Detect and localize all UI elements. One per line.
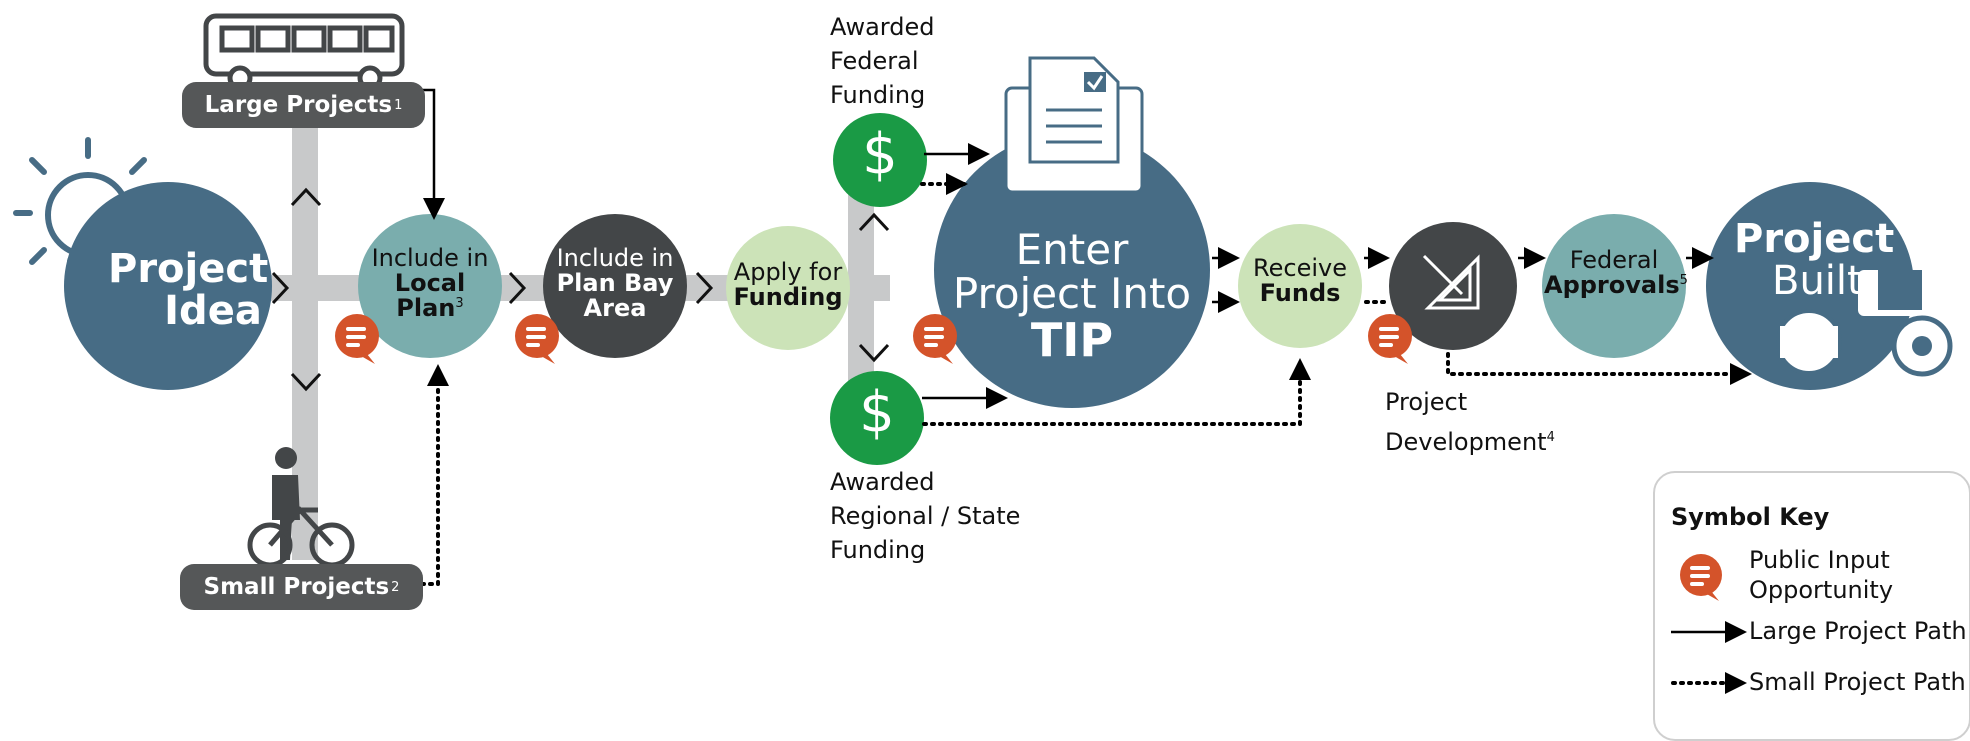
large-projects-footnote: 1 — [394, 97, 403, 113]
chat-bubble-icon — [335, 314, 379, 364]
large-path-label: Large Project Path — [1749, 617, 1967, 645]
horizontal-connector-bar-1 — [255, 275, 365, 301]
local-plan-line1: Include in — [371, 244, 489, 272]
chat-bubble-icon — [1368, 314, 1412, 364]
horizontal-connector-bar-3 — [680, 275, 730, 301]
apply-funding-circle — [726, 226, 850, 350]
plan-bay-area-circle — [543, 214, 687, 358]
chevrons — [271, 187, 890, 392]
federal-funding-label: Awarded Federal Funding — [830, 10, 934, 112]
receive-funds-line2: Funds — [1259, 279, 1341, 308]
regional-funding-line1: Awarded — [830, 468, 935, 496]
local-plan-line3: Plan — [396, 294, 456, 323]
project-built-line2: Built — [1772, 258, 1863, 304]
road-roller-icon — [1776, 270, 1954, 377]
federal-approvals-line1: Federal — [1569, 246, 1659, 274]
small-projects-label: Small Projects — [203, 574, 390, 600]
federal-funding-line1: Awarded — [830, 13, 935, 41]
federal-funding-line3: Funding — [830, 81, 926, 109]
project-development-line2: Development — [1385, 428, 1547, 456]
enter-tip-line2: Project Into — [952, 269, 1192, 319]
small-path-label: Small Project Path — [1749, 668, 1966, 696]
apply-funding-text: Apply for Funding — [728, 258, 848, 312]
apply-funding-line1: Apply for — [733, 258, 843, 286]
regional-funding-label: Awarded Regional / State Funding — [830, 465, 1020, 567]
public-input-line1: Public Input — [1749, 546, 1890, 574]
local-plan-text: Include in Local Plan3 — [362, 244, 498, 323]
regional-dollar-icon: $ — [859, 380, 895, 445]
federal-dollar-icon: $ — [862, 122, 898, 187]
plan-bay-area-line3: Area — [583, 294, 647, 323]
public-input-bubbles — [335, 314, 1412, 364]
symbol-key: Symbol Key Public Input Opportunity Larg… — [1653, 471, 1970, 741]
federal-approvals-circle — [1542, 214, 1686, 358]
project-built-text: Project Built — [1728, 218, 1908, 302]
project-idea-line1: Project — [108, 246, 269, 292]
project-development-footnote: 4 — [1546, 430, 1555, 445]
document-monitor-icon — [1004, 56, 1144, 224]
enter-tip-line1: Enter — [1015, 225, 1129, 274]
chat-bubble-icon — [515, 314, 559, 364]
symbol-key-title: Symbol Key — [1671, 503, 1830, 531]
receive-funds-line1: Receive — [1253, 254, 1347, 282]
project-idea-line2: Idea — [164, 288, 262, 334]
regional-funding-line3: Funding — [830, 536, 926, 564]
receive-funds-text: Receive Funds — [1244, 254, 1356, 308]
public-input-label: Public Input Opportunity — [1749, 545, 1893, 605]
large-path-arrows — [420, 88, 1714, 409]
federal-funding-circle — [833, 113, 927, 207]
project-idea-circle — [64, 182, 272, 390]
project-development-line1: Project — [1385, 388, 1468, 416]
chat-bubble-icon — [913, 314, 957, 364]
project-development-label: Project Development4 — [1385, 385, 1555, 460]
federal-approvals-footnote: 5 — [1679, 273, 1688, 289]
plan-bay-area-line2: Plan Bay — [556, 269, 674, 298]
project-built-circle — [1706, 182, 1914, 390]
small-projects-footnote: 2 — [391, 579, 400, 595]
pedestrian-bike-icon — [247, 447, 355, 568]
bus-icon — [203, 13, 405, 91]
enter-tip-line3: TIP — [1030, 313, 1114, 368]
project-built-line1: Project — [1734, 216, 1895, 262]
plan-bay-area-text: Include in Plan Bay Area — [545, 244, 685, 323]
public-input-line2: Opportunity — [1749, 576, 1894, 604]
local-plan-footnote: 3 — [455, 296, 464, 312]
chat-bubble-icon — [1680, 554, 1722, 601]
small-path-symbol — [1671, 672, 1747, 694]
apply-funding-line2: Funding — [733, 283, 843, 312]
small-path-arrows — [420, 173, 1752, 586]
local-plan-circle — [358, 214, 502, 358]
federal-approvals-line2: Approvals — [1544, 271, 1680, 300]
large-projects-label: Large Projects — [204, 92, 393, 118]
drafting-tools-icon — [1422, 254, 1480, 310]
project-idea-text: Project Idea — [108, 248, 268, 332]
regional-funding-line2: Regional / State — [830, 502, 1021, 530]
federal-funding-line2: Federal — [830, 47, 919, 75]
federal-approvals-text: Federal Approvals5 — [1544, 246, 1688, 300]
local-plan-line2: Local — [394, 269, 466, 298]
regional-funding-circle — [830, 371, 924, 465]
large-path-symbol — [1671, 621, 1747, 643]
receive-funds-circle — [1238, 224, 1362, 348]
enter-tip-circle — [934, 132, 1210, 408]
enter-tip-text: Enter Project Into TIP — [940, 225, 1204, 368]
plan-bay-area-line1: Include in — [556, 244, 674, 272]
